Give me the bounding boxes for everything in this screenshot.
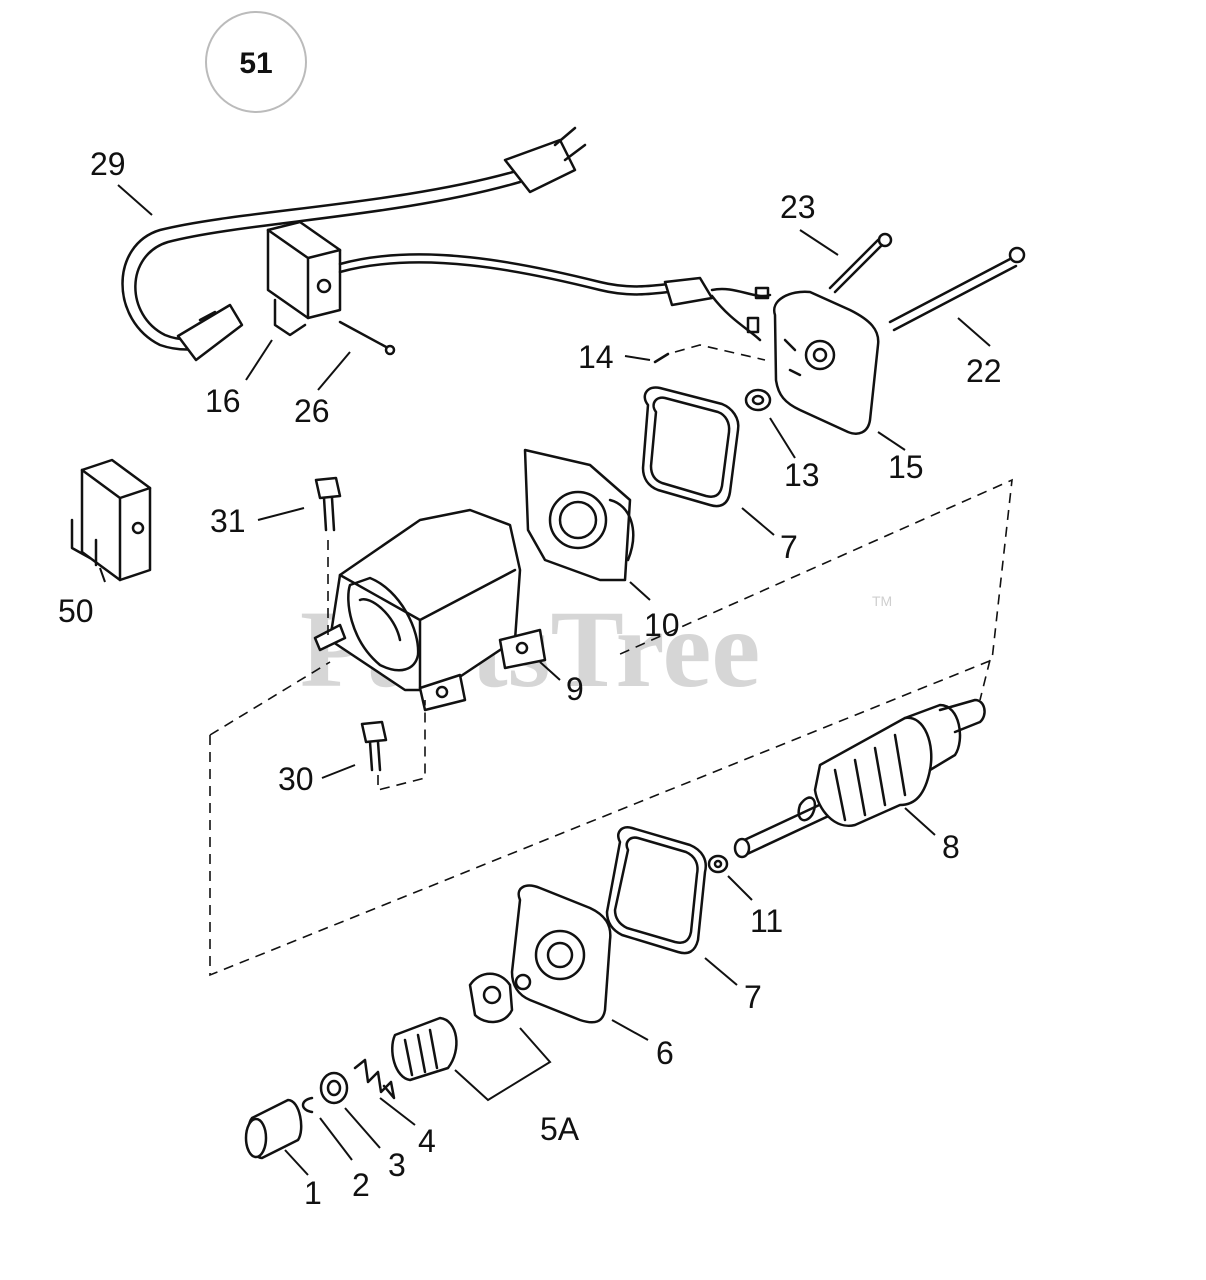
callout-7-lower: 7 bbox=[744, 979, 762, 1015]
diagram-number: 51 bbox=[239, 47, 272, 80]
gasket-lower bbox=[605, 826, 707, 955]
gasket-upper bbox=[641, 386, 740, 508]
callout-8: 8 bbox=[942, 829, 960, 865]
power-cord bbox=[121, 126, 587, 362]
callout-14: 14 bbox=[578, 339, 614, 375]
cap bbox=[244, 1098, 303, 1160]
retaining-ring bbox=[301, 1096, 314, 1114]
switch-box-50 bbox=[70, 458, 152, 582]
callout-6: 6 bbox=[656, 1035, 674, 1071]
assembly-outline bbox=[209, 478, 1013, 977]
spring bbox=[353, 1058, 396, 1100]
callout-5a: 5A bbox=[540, 1111, 580, 1147]
watermark-trademark: TM bbox=[872, 593, 892, 609]
callout-29: 29 bbox=[90, 146, 126, 182]
motor-cable bbox=[338, 253, 772, 342]
callout-11: 11 bbox=[750, 903, 783, 939]
callout-10: 10 bbox=[644, 607, 680, 643]
drive-gear bbox=[391, 972, 532, 1082]
callout-23: 23 bbox=[780, 189, 816, 225]
leader-lines bbox=[99, 184, 991, 1176]
screw-26 bbox=[338, 320, 396, 356]
callout-2: 2 bbox=[352, 1167, 370, 1203]
callout-9: 9 bbox=[566, 671, 584, 707]
callout-22: 22 bbox=[966, 353, 1002, 389]
callout-50: 50 bbox=[58, 593, 94, 629]
callout-7-upper: 7 bbox=[780, 529, 798, 565]
callout-26: 26 bbox=[294, 393, 330, 429]
callout-16: 16 bbox=[205, 383, 241, 419]
callout-30: 30 bbox=[278, 761, 314, 797]
through-bolt-22 bbox=[888, 246, 1026, 332]
collar bbox=[319, 1071, 349, 1105]
bolt-31 bbox=[314, 476, 342, 640]
armature bbox=[733, 698, 986, 859]
bolt-30 bbox=[360, 700, 426, 792]
callout-1: 1 bbox=[304, 1175, 322, 1211]
callout-31: 31 bbox=[210, 503, 246, 539]
washer bbox=[707, 854, 729, 874]
switch-box bbox=[266, 220, 342, 337]
motor-housing bbox=[313, 508, 547, 712]
callout-13: 13 bbox=[784, 457, 820, 493]
drive-end-cap bbox=[510, 884, 612, 1024]
through-bolt-23 bbox=[828, 232, 893, 294]
callout-15: 15 bbox=[888, 449, 924, 485]
nut bbox=[744, 388, 772, 412]
callout-4: 4 bbox=[418, 1123, 436, 1159]
callout-labels: 29 23 22 14 16 26 13 15 50 31 7 10 9 30 … bbox=[58, 146, 1002, 1211]
brush-plate bbox=[523, 448, 635, 582]
diagram-number-badge: 51 bbox=[205, 11, 307, 113]
callout-3: 3 bbox=[388, 1147, 406, 1183]
end-cap bbox=[773, 290, 880, 435]
screw-14 bbox=[653, 344, 766, 364]
